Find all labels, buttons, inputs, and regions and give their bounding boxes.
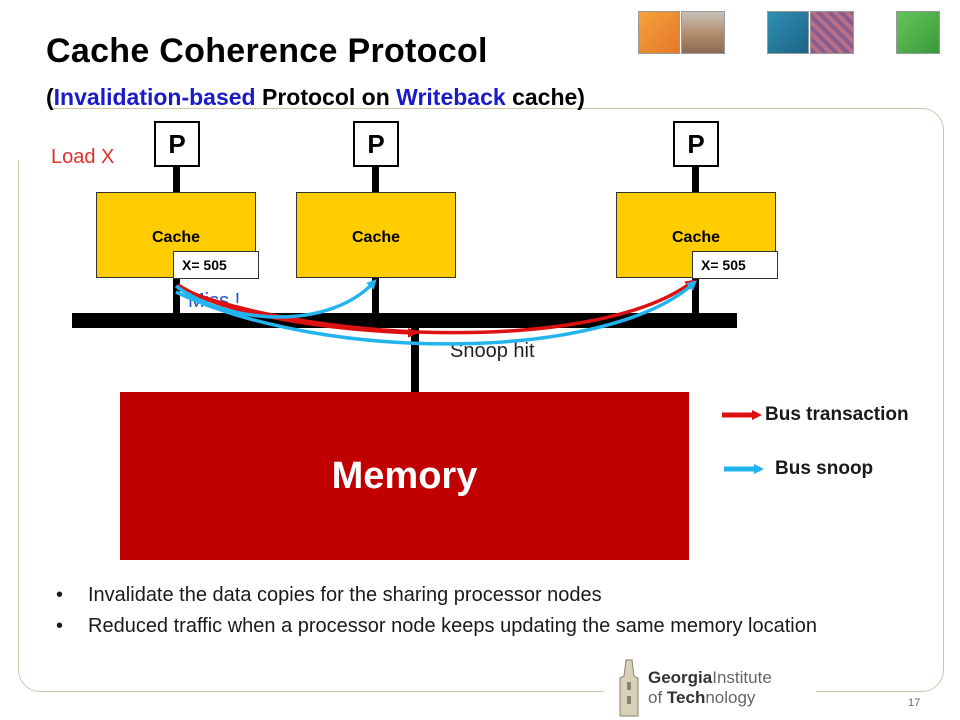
georgia-tech-logo: GeorgiaInstitute of Technology xyxy=(604,656,816,718)
processor-1: P xyxy=(154,121,200,167)
page-number: 17 xyxy=(908,697,921,709)
decor-thumbnail-green xyxy=(896,11,940,54)
cache-link-3 xyxy=(692,279,699,315)
decor-thumbnail-circuit xyxy=(810,11,854,54)
logo-line-2: of Technology xyxy=(648,688,756,707)
cache-2: Cache xyxy=(296,192,456,278)
decor-thumbnail-building xyxy=(681,11,725,54)
processor-3: P xyxy=(673,121,719,167)
proc-link-1 xyxy=(173,167,180,193)
proc-link-2 xyxy=(372,167,379,193)
bus-snoop-arrow-to-cache2 xyxy=(174,279,377,319)
cache-1-value: X= 505 xyxy=(173,251,259,279)
bullet-dot-icon: • xyxy=(56,584,64,606)
logo-line-1: GeorgiaInstitute xyxy=(648,668,772,687)
legend-snoop-label: Bus snoop xyxy=(775,458,874,479)
bullet-item: •Reduced traffic when a processor node k… xyxy=(56,615,817,637)
load-label: Load X xyxy=(51,146,115,168)
cache-link-2 xyxy=(372,278,379,315)
memory-block: Memory xyxy=(120,392,689,560)
slide-title: Cache Coherence Protocol xyxy=(46,32,488,70)
decor-thumbnail-teal xyxy=(767,11,809,54)
legend-transaction-label: Bus transaction xyxy=(765,404,909,425)
subtitle-highlight-invalidation: Invalidation-based xyxy=(53,84,256,110)
snoop-hit-label: Snoop hit xyxy=(450,340,535,362)
memory-link xyxy=(411,326,419,394)
frame-gap xyxy=(10,100,50,160)
cache-link-1 xyxy=(173,279,180,315)
decor-thumbnail-orange xyxy=(638,11,680,54)
cache-3-value: X= 505 xyxy=(692,251,778,279)
subtitle-highlight-writeback: Writeback xyxy=(396,84,506,110)
slide-subtitle: (Invalidation-based Protocol on Writebac… xyxy=(46,84,585,110)
bullet-item: •Invalidate the data copies for the shar… xyxy=(56,584,602,606)
bullet-list: •Invalidate the data copies for the shar… xyxy=(56,583,846,645)
tower-icon xyxy=(619,659,639,717)
bus-transaction-arrow-to-cache3 xyxy=(177,279,696,335)
processor-2: P xyxy=(353,121,399,167)
content-frame xyxy=(18,108,944,692)
bus-snoop-arrow-to-cache3 xyxy=(175,280,697,346)
proc-link-3 xyxy=(692,167,699,193)
bullet-dot-icon: • xyxy=(56,615,64,637)
